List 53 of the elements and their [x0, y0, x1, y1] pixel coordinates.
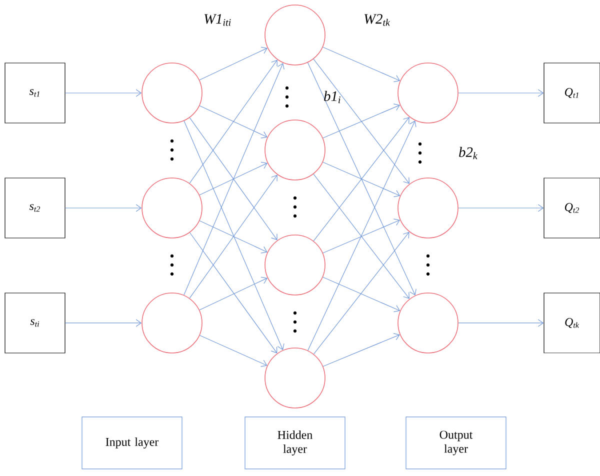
arrow	[458, 89, 544, 97]
neuron-circle	[142, 62, 202, 124]
output-box: Q$_{tk}$	[544, 292, 600, 354]
math-label: W2$_{tk}$	[364, 14, 390, 26]
neuron-circle	[142, 292, 202, 354]
math-label: b2$_{k}$	[459, 146, 478, 160]
arrow	[199, 162, 268, 196]
arrow	[199, 276, 268, 310]
arrow	[313, 58, 410, 184]
math-label: b1$_{i}$	[324, 90, 340, 104]
arrow	[189, 117, 278, 240]
arrow	[307, 62, 416, 296]
arrow	[308, 120, 416, 351]
arrow	[199, 220, 268, 254]
arrow	[313, 232, 410, 354]
arrow	[313, 117, 410, 242]
input-box: s$_{t2}$	[4, 178, 66, 238]
neuron-circle	[398, 62, 458, 124]
input-box: s$_{t1}$	[4, 62, 66, 124]
output-box: Q$_{t1}$	[544, 62, 600, 124]
arrow	[199, 46, 268, 80]
arrow	[189, 60, 278, 184]
arrow	[199, 105, 268, 138]
neuron-circle	[398, 178, 458, 238]
neuron-circle	[264, 120, 326, 180]
arrow	[184, 120, 284, 350]
arrow	[322, 333, 400, 367]
arrow	[322, 162, 400, 198]
arrow	[322, 218, 400, 254]
neuron-circle	[264, 348, 326, 408]
arrow	[322, 46, 400, 82]
arrow	[189, 174, 278, 298]
output-box: Q$_{t2}$	[544, 178, 600, 238]
math-label: W1$_{iti}$	[204, 14, 231, 26]
arrow	[65, 319, 142, 327]
arrow	[190, 232, 278, 354]
arrow	[65, 89, 142, 97]
layer-label-box: Output layer	[406, 416, 506, 470]
arrow	[65, 204, 142, 212]
neuron-circle	[264, 234, 326, 296]
arrow	[458, 204, 544, 212]
arrow	[322, 104, 400, 138]
input-box: s$_{ti}$	[4, 292, 66, 354]
arrow	[199, 335, 268, 367]
arrow	[313, 174, 410, 299]
layer-label-box: Hidden layer	[244, 416, 346, 470]
arrow	[184, 62, 284, 296]
neuron-circle	[264, 4, 326, 66]
arrow	[322, 276, 400, 312]
arrow	[458, 319, 544, 327]
neuron-circle	[398, 292, 458, 354]
neuron-circle	[142, 178, 202, 238]
layer-label-box: Input layer	[82, 416, 182, 470]
